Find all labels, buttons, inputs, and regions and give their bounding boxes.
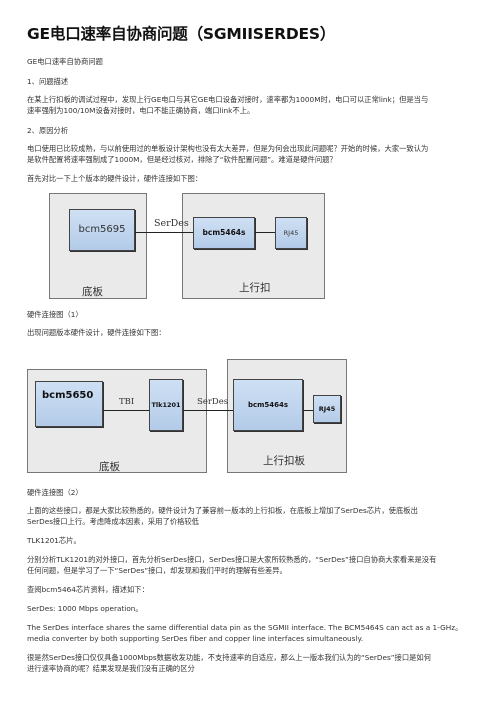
paragraph: The SerDes interface shares the same dif… <box>27 623 463 632</box>
paragraph: 分别分析TLK1201的对外接口，首先分析SerDes接口，SerDes接口是大… <box>27 555 437 564</box>
paragraph: 在某上行扣板的调试过程中，发现上行GE电口与其它GE电口设备对接时，速率都为10… <box>27 95 429 104</box>
paragraph: 进行速率协商的呢？结果发现是我们没有正确的区分 <box>27 664 195 673</box>
paragraph: SerDes接口上行。考虑降成本因素，采用了价格较低 <box>27 517 199 526</box>
uplink-board-label: 上行扣板 <box>263 455 305 467</box>
section-heading: 2、原因分析 <box>27 126 69 135</box>
base-board-label: 底板 <box>99 461 120 473</box>
paragraph: GE电口速率自协商问题 <box>27 57 103 66</box>
paragraph: 是软件配置将速率强制成了1000M，但是经过核对，排除了“软件配置问题”。难道是… <box>27 155 337 164</box>
base-board-label: 底板 <box>82 286 103 298</box>
paragraph: 电口使用已比较成熟，与以前使用过的单板设计架构也没有太大差异，但是为何会出现此问… <box>27 144 429 153</box>
chip-tlk1201: Tlk1201 <box>149 379 183 431</box>
tbi-label: TBI <box>119 397 135 407</box>
chip-rj45: RJ45 <box>275 217 307 249</box>
chip-bcm5464s: bcm5464s <box>193 217 255 249</box>
section-heading: 1、问题描述 <box>27 77 69 86</box>
paragraph: TLK1201芯片。 <box>27 536 81 545</box>
serdes-label: SerDes <box>154 218 189 229</box>
chip-rj45: RJ45 <box>313 395 341 423</box>
figure-caption: 硬件连接图（1） <box>27 310 83 319</box>
rj45-link <box>255 232 275 233</box>
paragraph: 上面的这些接口，都是大家比较熟悉的，硬件设计为了兼容前一版本的上行扣板，在底板上… <box>27 506 418 515</box>
serdes-label: SerDes <box>197 397 229 407</box>
paragraph: 出现问题版本硬件设计，硬件连接如下图： <box>27 328 166 337</box>
paragraph: 查阅bcm5464芯片资料，描述如下： <box>27 585 149 594</box>
chip-bcm5695: bcm5695 <box>69 209 135 251</box>
figure-caption: 硬件连接图（2） <box>27 488 83 497</box>
serdes-link <box>135 232 193 233</box>
chip-bcm5464s: bcm5464s <box>233 379 303 431</box>
paragraph: 首先对比一下上个版本的硬件设计，硬件连接如下图： <box>27 174 203 183</box>
paragraph: 很是然SerDes接口仅仅具备1000Mbps数据收发功能，不支持速率的自适应，… <box>27 653 432 662</box>
serdes-link <box>183 410 233 411</box>
paragraph: 速率强制为100/10M设备对接时，电口不能正确协商，端口link不上。 <box>27 106 255 115</box>
paragraph: 任何问题，但是学习了一下“SerDes”接口，却发现和我们平时的理解有些差异。 <box>27 566 287 575</box>
chip-bcm5650: bcm5650 <box>35 381 103 427</box>
uplink-board-label: 上行扣 <box>239 282 271 294</box>
tbi-link <box>103 410 149 411</box>
hardware-diagram-1: bcm5695 SerDes bcm5464s RJ45 底板 上行扣 <box>27 187 327 302</box>
paragraph: SerDes: 1000 Mbps operation。 <box>27 604 143 613</box>
rj45-link <box>303 410 313 411</box>
paragraph: media converter by both supporting SerDe… <box>27 634 364 643</box>
document-title: GE电口速率自协商问题（SGMIISERDES） <box>27 25 336 43</box>
hardware-diagram-2: bcm5650 TBI Tlk1201 SerDes bcm5464s RJ45… <box>27 355 347 480</box>
